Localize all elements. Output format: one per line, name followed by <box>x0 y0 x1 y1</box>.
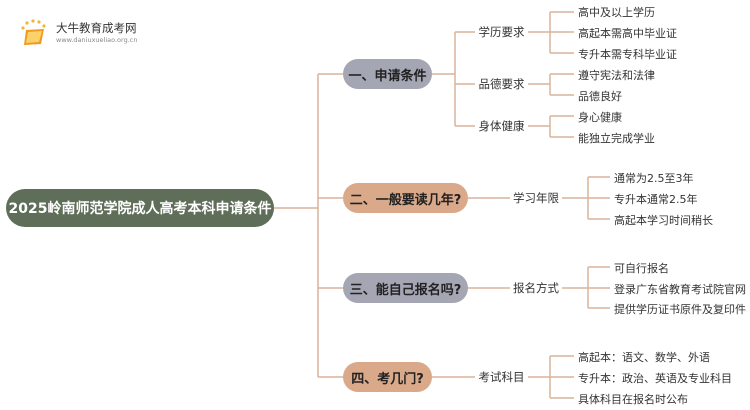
leaf-item: 专升本：政治、英语及专业科目 <box>578 372 732 385</box>
leaf-item: 专升本通常2.5年 <box>614 193 698 206</box>
brand-name: 大牛教育成考网 <box>56 21 137 35</box>
group-registration-method: 报名方式 <box>513 281 559 295</box>
leaf-item: 高起本学习时间稍长 <box>614 214 713 227</box>
group-study-duration: 学习年限 <box>513 191 559 205</box>
leaf-item: 提供学历证书原件及复印件 <box>614 303 746 316</box>
branch-application-conditions: 一、申请条件 <box>343 59 432 89</box>
group-moral-requirement: 品德要求 <box>478 77 525 91</box>
group-exam-subjects: 考试科目 <box>478 370 525 384</box>
branch-exam-subjects: 四、考几门? <box>343 362 432 392</box>
leaf-item: 具体科目在报名时公布 <box>578 393 688 406</box>
brand-logo-icon <box>18 18 50 48</box>
branch-self-registration: 三、能自己报名吗? <box>343 273 468 303</box>
mindmap-root: 2025岭南师范学院成人高考本科申请条件 <box>6 189 274 227</box>
leaf-item: 专升本需专科毕业证 <box>578 48 677 61</box>
branch-study-years: 二、一般要读几年? <box>343 183 468 213</box>
leaf-item: 身心健康 <box>578 111 622 124</box>
leaf-item: 通常为2.5至3年 <box>614 172 694 185</box>
leaf-item: 可自行报名 <box>614 262 669 275</box>
leaf-item: 高起本：语文、数学、外语 <box>578 351 710 364</box>
leaf-item: 登录广东省教育考试院官网 <box>614 283 746 296</box>
leaf-item: 高起本需高中毕业证 <box>578 27 677 40</box>
leaf-item: 能独立完成学业 <box>578 132 655 145</box>
group-physical-health: 身体健康 <box>478 119 525 133</box>
leaf-item: 遵守宪法和法律 <box>578 69 655 82</box>
leaf-item: 高中及以上学历 <box>578 6 655 19</box>
brand-url: www.daniuxueliao.org.cn <box>56 36 138 44</box>
leaf-item: 品德良好 <box>578 90 622 103</box>
group-education-requirement: 学历要求 <box>478 25 525 39</box>
